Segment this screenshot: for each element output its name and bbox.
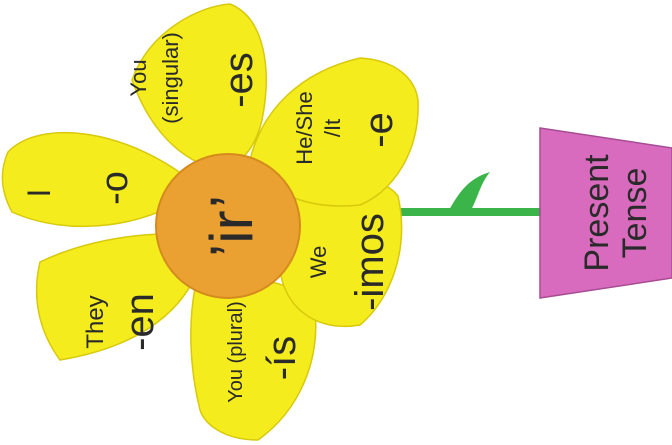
petal-third-singular [249,57,419,207]
pronoun-you-plural: You (plural) [225,301,247,403]
pot-label-line1: Present [578,154,616,272]
pronoun-they: They [82,295,109,348]
ending-en: -en [118,293,162,351]
pot-label-line2: Tense [616,168,654,259]
pronoun-you-singular-line2: (singular) [158,32,183,124]
petal-second-singular [131,3,267,171]
petal-third-plural [35,233,206,361]
ending-o: -o [94,171,136,205]
ending-es: -es [217,52,261,108]
pronoun-i: I [21,189,57,198]
flower-center [155,153,301,299]
ending-imos: -imos [348,213,392,311]
pronoun-you-singular-line1: You [126,59,151,96]
pronoun-we: We [306,246,331,279]
ending-is: -ís [260,336,304,380]
verb-infinitive: ’ir’ [198,195,265,257]
petal-first-singular [1,131,202,228]
pronoun-he-she-line1: He/She [292,91,317,164]
pronoun-he-she-line2: /It [320,119,345,137]
leaf [448,172,490,212]
pot [539,127,672,299]
ending-e: -e [357,112,401,148]
